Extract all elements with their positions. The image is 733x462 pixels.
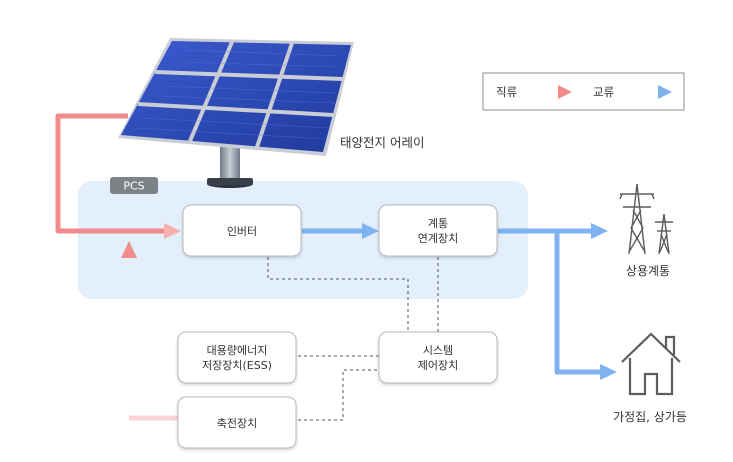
system-control-label-line2: 제어장치: [418, 359, 458, 372]
ac-line-grid-link-to-outputs: [498, 223, 617, 380]
legend-ac-label: 교류: [593, 85, 614, 99]
grid-link-box: [378, 204, 498, 257]
pcs-label: PCS: [123, 180, 144, 193]
inverter-label: 인버터: [227, 225, 257, 238]
transmission-tower-icon: [619, 183, 673, 255]
control-signal-lines: [267, 257, 439, 421]
system-control-label-line1: 시스템: [423, 344, 453, 357]
storage-label: 축전장치: [217, 417, 257, 430]
utility-grid-label: 상용계통: [626, 264, 670, 278]
ac-line-inverter-to-grid-link: [302, 223, 379, 239]
ess-label-line1: 대용량에너지: [207, 344, 268, 357]
grid-link-label-line2: 연계장치: [418, 232, 458, 245]
house-icon: [621, 332, 681, 396]
pcs-tag: [110, 177, 158, 194]
legend-dc-label: 직류: [496, 85, 517, 99]
grid-link-label-line1: 계통: [428, 217, 448, 230]
legend-dc-arrow: [531, 85, 572, 99]
dc-line-solar-to-inverter: [55, 113, 181, 239]
inverter-box: [182, 204, 302, 257]
storage-box: [177, 396, 297, 449]
homes-shops-label: 가정집, 상가등: [613, 410, 687, 424]
system-control-box: [378, 331, 498, 384]
legend-ac-arrow: [628, 85, 672, 99]
solar-panel-icon: [118, 38, 354, 188]
legend: 직류 교류: [482, 72, 685, 111]
dc-line-storage-to-inverter: [121, 241, 178, 421]
solar-array-label: 태양전지 어레이: [340, 135, 424, 150]
ess-label-line2: 저장장치(ESS): [202, 359, 272, 372]
ess-box: [177, 331, 297, 384]
